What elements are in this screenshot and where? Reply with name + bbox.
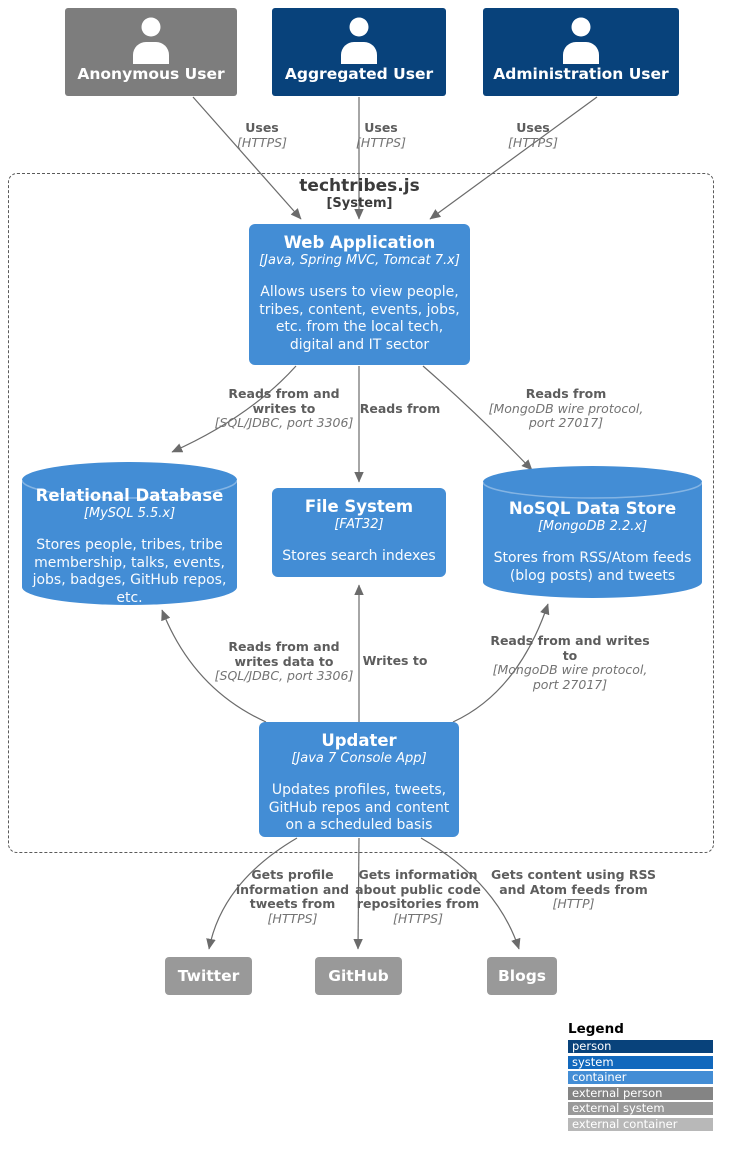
container-web-application: Web Application [Java, Spring MVC, Tomca…	[249, 224, 470, 365]
legend-item-external-person: external person	[568, 1086, 713, 1100]
container-description: Stores search indexes	[282, 548, 436, 564]
container-technology: [MySQL 5.5.x]	[83, 506, 176, 521]
container-technology: [FAT32]	[334, 517, 384, 532]
edge-label-updater-twitter: Gets profile information and tweets from…	[235, 867, 350, 926]
edge-label-uses-anonymous: Uses [HTTPS]	[237, 120, 287, 150]
system-boundary-label: techtribes.js [System]	[249, 176, 470, 211]
person-icon	[483, 17, 679, 64]
person-label: Anonymous User	[77, 65, 225, 83]
person-label: Aggregated User	[284, 65, 434, 83]
container-nosql-data-store: NoSQL Data Store [MongoDB 2.2.x] Stores …	[483, 466, 702, 598]
container-title: Updater	[321, 731, 397, 750]
container-title: Relational Database	[35, 486, 224, 505]
person-icon	[65, 17, 237, 64]
system-type: [System]	[326, 196, 393, 211]
legend-title: Legend	[568, 1021, 624, 1037]
edge-label-uses-administration: Uses [HTTPS]	[508, 120, 558, 150]
external-system-label: GitHub	[328, 967, 389, 985]
edge-label-webapp-filesystem: Reads from	[359, 401, 441, 416]
container-description: Allows users to view people, tribes, con…	[259, 284, 460, 353]
edge-label-uses-aggregated: Uses [HTTPS]	[356, 120, 406, 150]
container-description: Updates profiles, tweets, GitHub repos a…	[268, 782, 450, 833]
edge-label-webapp-reldb: Reads from and writes to [SQL/JDBC, port…	[214, 386, 354, 430]
person-box-administration-user: Administration User	[483, 8, 679, 96]
system-name: techtribes.js	[299, 176, 420, 196]
person-box-anonymous-user: Anonymous User	[65, 8, 237, 96]
container-technology: [Java 7 Console App]	[291, 751, 427, 766]
person-label: Administration User	[493, 65, 669, 83]
edge-label-updater-github: Gets information about public code repos…	[355, 867, 481, 926]
legend-item-person: person	[568, 1040, 713, 1053]
edge-label-updater-nosql: Reads from and writes to [MongoDB wire p…	[490, 633, 650, 692]
database-cylinder-shape	[483, 466, 702, 598]
external-system-twitter: Twitter	[165, 957, 252, 995]
container-title: NoSQL Data Store	[508, 499, 677, 518]
container-title: File System	[304, 497, 414, 516]
external-system-blogs: Blogs	[487, 957, 557, 995]
legend-item-system: system	[568, 1055, 713, 1069]
container-description: Stores people, tribes, tribe membership,…	[32, 537, 227, 606]
system-boundary	[8, 173, 714, 853]
edge-label-updater-reldb: Reads from and writes data to [SQL/JDBC,…	[214, 639, 354, 683]
legend-item-container: container	[568, 1071, 713, 1084]
container-file-system: File System [FAT32] Stores search indexe…	[272, 488, 446, 577]
external-system-label: Blogs	[497, 967, 547, 985]
edge-label-updater-blogs: Gets content using RSS and Atom feeds fr…	[491, 867, 656, 911]
legend-item-external-system: external system	[568, 1102, 713, 1115]
external-system-label: Twitter	[177, 967, 240, 985]
container-description: Stores from RSS/Atom feeds (blog posts) …	[493, 550, 692, 584]
container-updater: Updater [Java 7 Console App] Updates pro…	[259, 722, 459, 837]
container-relational-database: Relational Database [MySQL 5.5.x] Stores…	[22, 462, 237, 606]
person-box-aggregated-user: Aggregated User	[272, 8, 446, 96]
person-icon	[272, 17, 446, 64]
legend-item-external-container: external container	[568, 1117, 713, 1131]
external-system-github: GitHub	[315, 957, 402, 995]
container-title: Web Application	[283, 233, 436, 252]
edge-label-webapp-nosql: Reads from [MongoDB wire protocol, port …	[488, 386, 644, 430]
legend: Legend person system container external …	[568, 1021, 714, 1133]
container-technology: [Java, Spring MVC, Tomcat 7.x]	[259, 253, 460, 268]
edge-label-updater-filesystem: Writes to	[362, 653, 428, 668]
database-cylinder-shape	[22, 462, 237, 605]
container-technology: [MongoDB 2.2.x]	[537, 519, 648, 534]
